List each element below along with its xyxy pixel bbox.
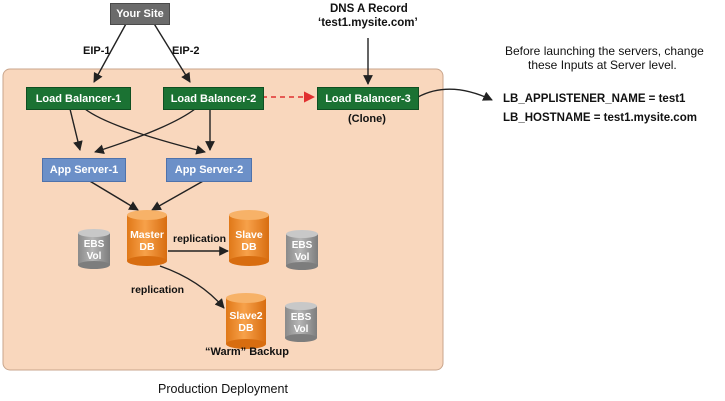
- arrow-master-to-slave2: [159, 265, 225, 309]
- note-line-1: Before launching the servers, change: [505, 44, 704, 58]
- eip1-label: EIP-1: [83, 45, 111, 57]
- ebs-volume-slave2-label: EBS Vol: [290, 312, 312, 335]
- clone-label: (Clone): [348, 113, 386, 125]
- load-balancer-2-label: Load Balancer-2: [170, 92, 257, 105]
- replication-label-bottom: replication: [131, 284, 185, 296]
- ebs-volume-slave2-cylinder: [285, 302, 317, 342]
- app-server-2-label: App Server-2: [174, 164, 244, 176]
- arrow-lb1-to-app1: [69, 108, 83, 151]
- arrow-app2-to-master: [151, 179, 206, 211]
- load-balancer-1: Load Balancer-1: [26, 87, 131, 110]
- connector-lines: [69, 21, 493, 309]
- dns-record-title: DNS A Record: [330, 3, 408, 15]
- slave2-db-cylinder: [226, 293, 266, 349]
- load-balancer-2: Load Balancer-2: [163, 87, 264, 110]
- load-balancer-3-label: Load Balancer-3: [325, 92, 411, 105]
- app-server-1-label: App Server-1: [49, 164, 119, 176]
- app-server-2: App Server-2: [166, 158, 252, 182]
- slave-db-cylinder: [229, 210, 269, 266]
- slave-db-label: Slave DB: [235, 229, 263, 253]
- dns-record-value: ‘test1.mysite.com’: [318, 17, 418, 29]
- note-line-2: these Inputs at Server level.: [528, 58, 677, 72]
- ebs-volume-left-cylinder: [78, 229, 110, 269]
- replication-label-top: replication: [173, 233, 227, 245]
- production-deployment-caption: Production Deployment: [158, 382, 288, 396]
- master-db-label: Master DB: [130, 229, 164, 253]
- your-site-box: Your Site: [110, 3, 170, 25]
- ebs-volume-slave-label: EBS Vol: [291, 240, 313, 263]
- master-db-cylinder: [127, 210, 167, 266]
- slave2-db-label: Slave2 DB: [229, 310, 263, 334]
- your-site-label: Your Site: [116, 8, 164, 20]
- arrow-site-to-lb1: [93, 21, 128, 83]
- input-applistener-name: LB_APPLISTENER_NAME = test1: [503, 93, 686, 105]
- ebs-volume-left-label: EBS Vol: [83, 239, 105, 262]
- arrow-app1-to-master: [87, 179, 139, 211]
- app-server-1: App Server-1: [42, 158, 126, 182]
- load-balancer-3: Load Balancer-3: [317, 87, 419, 110]
- warm-backup-label: “Warm” Backup: [205, 346, 289, 358]
- arrow-lb3-to-inputs: [417, 88, 493, 101]
- ebs-volume-slave-cylinder: [286, 230, 318, 270]
- input-hostname: LB_HOSTNAME = test1.mysite.com: [503, 112, 697, 124]
- eip2-label: EIP-2: [172, 45, 200, 57]
- arrow-site-to-lb2: [152, 21, 191, 83]
- arrow-lb1-to-app2: [84, 108, 206, 155]
- arrow-lb2-to-app1: [94, 108, 196, 154]
- production-panel: [2, 68, 444, 371]
- load-balancer-1-label: Load Balancer-1: [35, 92, 122, 105]
